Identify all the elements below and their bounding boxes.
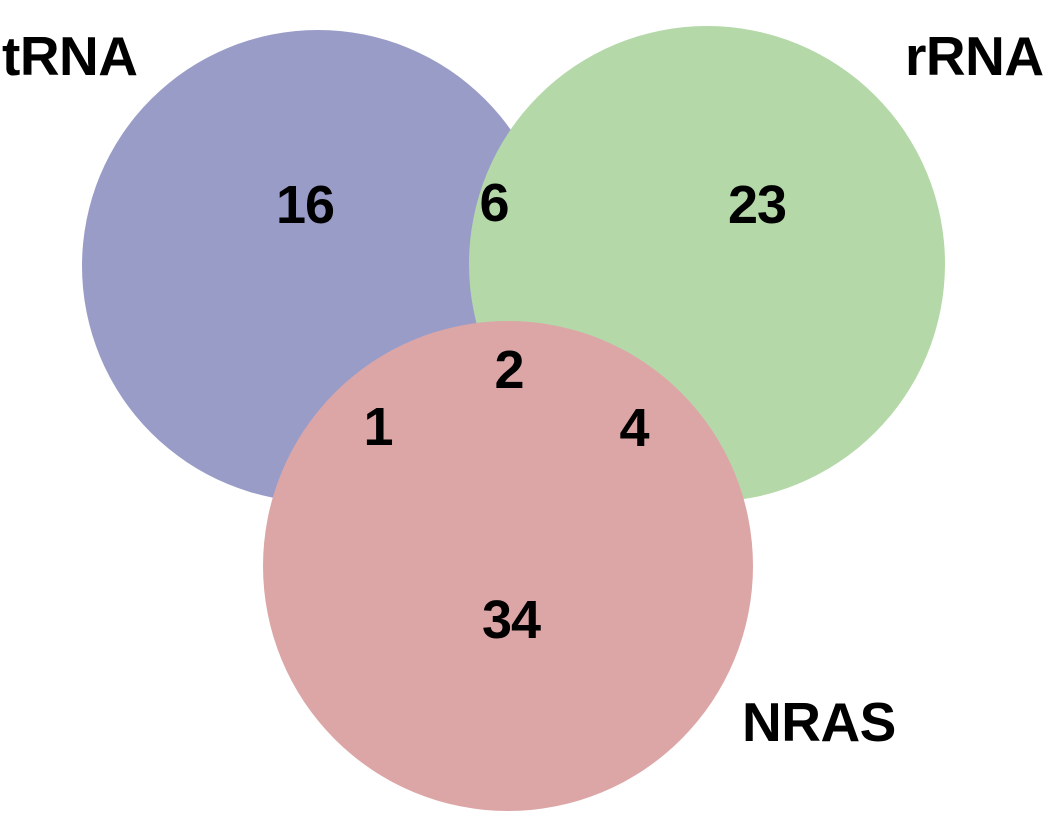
- set-label-tRNA: tRNA: [2, 25, 138, 87]
- region-count-tRNA-only: 16: [275, 175, 335, 235]
- venn-circle-NRAS: [263, 321, 753, 811]
- region-count-rRNA-NRAS: 4: [619, 398, 649, 458]
- set-label-rRNA: rRNA: [905, 25, 1044, 87]
- region-count-NRAS-only: 34: [481, 590, 541, 650]
- region-count-tRNA-NRAS: 1: [363, 397, 393, 457]
- set-label-NRAS: NRAS: [742, 691, 896, 753]
- region-count-tRNA-rRNA: 6: [479, 173, 509, 233]
- region-count-rRNA-only: 23: [727, 175, 787, 235]
- region-count-tRNA-rRNA-NRAS: 2: [494, 340, 524, 400]
